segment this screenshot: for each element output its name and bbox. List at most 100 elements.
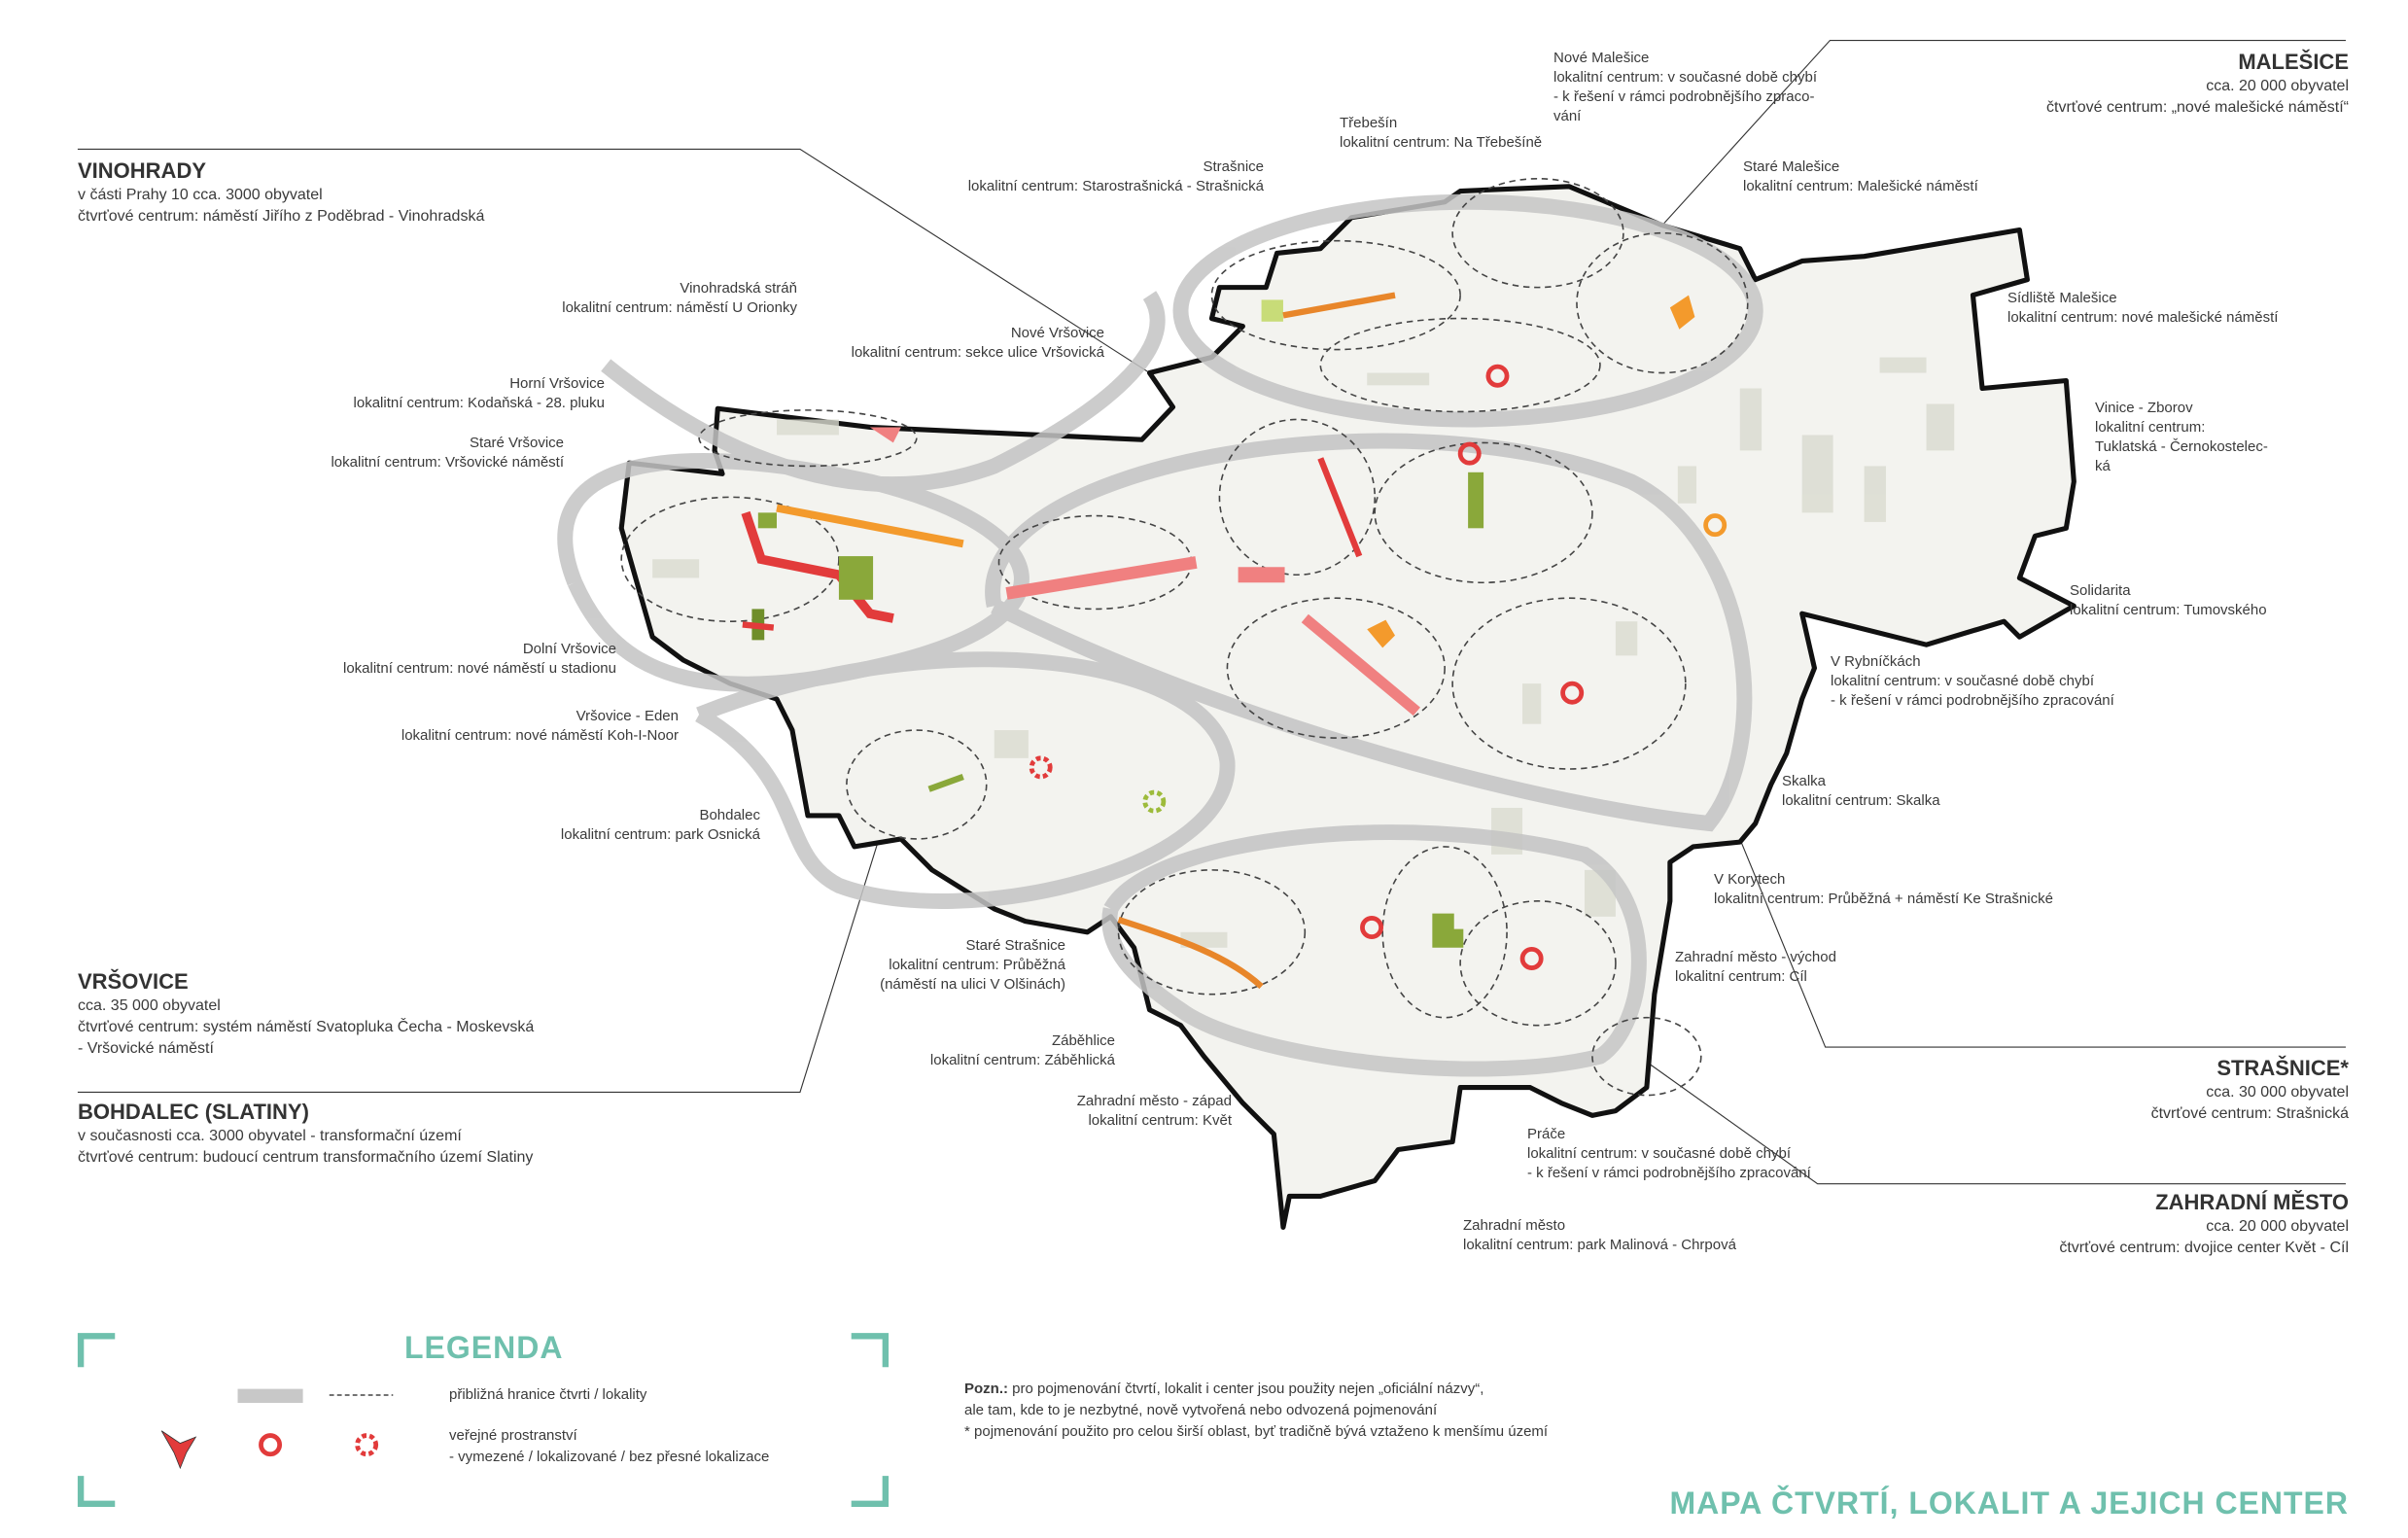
locality-center: lokalitní centrum: park Malinová - Chrpo… xyxy=(1463,1237,1736,1253)
locality-center: lokalitní centrum: Kodaňská - 28. pluku xyxy=(353,395,605,411)
locality-note: - k řešení v rámci podrobnějšího zpracov… xyxy=(1831,692,2114,709)
locality-name: Práče xyxy=(1527,1126,1566,1142)
zahradni-mesto-leader xyxy=(1638,1056,2346,1185)
district-center: čtvrťové centrum: dvojice center Květ - … xyxy=(2059,1240,2349,1256)
locality-center: lokalitní centrum: náměstí U Orionky xyxy=(562,299,797,316)
ring-zahradni-mesto xyxy=(1101,824,1647,1077)
locality-center: lokalitní centrum: Starostrašnická - Str… xyxy=(967,178,1264,194)
locality-name: Záběhlice xyxy=(1051,1032,1115,1049)
locality-zabehlice: Záběhlice lokalitní centrum: Záběhlická xyxy=(930,1031,1115,1070)
locality-name: Nové Vršovice xyxy=(1010,325,1104,341)
locality-center: lokalitní centrum: Záběhlická xyxy=(929,1052,1115,1068)
district-name: STRAŠNICE* xyxy=(2216,1056,2349,1080)
district-population: cca. 20 000 obyvatel xyxy=(2206,78,2349,94)
district-center: čtvrťové centrum: Strašnická xyxy=(2150,1105,2349,1122)
map-title: MAPA ČTVRTÍ, LOKALIT A JEJICH CENTER xyxy=(1669,1486,2349,1521)
park-malinova xyxy=(1432,913,1464,948)
locality-name: Zahradní město - východ xyxy=(1675,949,1836,965)
locality-zahradni-mesto: Zahradní město lokalitní centrum: park Ma… xyxy=(1463,1216,1736,1255)
locality-name: Staré Strašnice xyxy=(965,937,1065,954)
locality-vinice-zborov: Vinice - Zborov lokalitní centrum: Tuklats… xyxy=(2095,399,2268,476)
note-line: pro pojmenování čtvrtí, lokalit i center… xyxy=(1008,1381,1484,1397)
locality-center: lokalitní centrum: Na Třebešíně xyxy=(1340,134,1543,151)
note-line: * pojmenování použito pro celou širší ob… xyxy=(964,1423,1549,1440)
legend-public-space-title: veřejné prostranství xyxy=(449,1427,577,1444)
locality-name: Nové Malešice xyxy=(1553,50,1650,66)
locality-name: V Rybníčkách xyxy=(1831,653,1921,670)
locality-center: lokalitní centrum: Průběžná xyxy=(889,957,1065,973)
district-population: cca. 20 000 obyvatel xyxy=(2206,1218,2349,1235)
locality-name: Vinice - Zborov xyxy=(2095,400,2193,416)
district-vrsovice: VRŠOVICE cca. 35 000 obyvatel čtvrťové c… xyxy=(78,968,534,1060)
locality-vinohradska-stran: Vinohradská stráň lokalitní centrum: námě… xyxy=(562,279,797,318)
district-center: čtvrťové centrum: „nové malešické náměst… xyxy=(2046,99,2349,116)
legend-title: LEGENDA xyxy=(404,1330,564,1365)
locality-name: Vinohradská stráň xyxy=(680,280,797,297)
district-population: v současnosti cca. 3000 obyvatel - trans… xyxy=(78,1128,462,1144)
locality-name: Skalka xyxy=(1782,773,1827,789)
locality-note: (náměstí na ulici V Olšinách) xyxy=(880,976,1065,993)
locality-note: ká xyxy=(2095,458,2111,474)
note-line: ale tam, kde to je nezbytné, nově vytvoř… xyxy=(964,1402,1438,1418)
locality-note: vání xyxy=(1553,108,1582,124)
locality-name: V Korytech xyxy=(1714,871,1786,888)
locality-center: lokalitní centrum: Tumovského xyxy=(2070,602,2267,618)
locality-center: lokalitní centrum: Malešické náměstí xyxy=(1743,178,1978,194)
locality-name: Staré Vršovice xyxy=(470,435,564,451)
square-orionky xyxy=(869,427,901,443)
locality-center: lokalitní centrum: v současné době chybí xyxy=(1527,1145,1791,1162)
street-zabehlicka xyxy=(1117,916,1264,990)
public-spaces xyxy=(741,292,1727,990)
locality-name: Sídliště Malešice xyxy=(2007,290,2117,306)
note-prefix: Pozn.: xyxy=(964,1381,1008,1397)
district-population: cca. 30 000 obyvatel xyxy=(2206,1084,2349,1101)
district-malesice: MALEŠICE cca. 20 000 obyvatel čtvrťové c… xyxy=(2046,49,2349,119)
legend-ring-swatch xyxy=(237,1388,303,1403)
locality-center: lokalitní centrum: Skalka xyxy=(1782,792,1940,809)
green-square-strasnice xyxy=(1261,299,1283,322)
locality-center: lokalitní centrum: v současné době chybí xyxy=(1831,673,2094,689)
district-name: VINOHRADY xyxy=(78,158,207,183)
district-rings xyxy=(557,193,1763,1077)
district-name: ZAHRADNÍ MĚSTO xyxy=(2155,1190,2349,1214)
locality-center: lokalitní centrum: nové náměstí u stadio… xyxy=(343,660,616,677)
locality-center: lokalitní centrum: Cíl xyxy=(1675,968,1807,985)
locality-trebesin: Třebešín lokalitní centrum: Na Třebešíně xyxy=(1340,114,1542,153)
locality-name: Zahradní město xyxy=(1463,1217,1566,1234)
building-texture xyxy=(652,357,1955,948)
street-strasnicka xyxy=(1282,292,1396,319)
locality-stare-vrsovice: Staré Vršovice lokalitní centrum: Vršovic… xyxy=(331,434,564,472)
district-name: BOHDALEC (SLATINY) xyxy=(78,1100,309,1124)
locality-center: lokalitní centrum: v současné době chybí xyxy=(1553,69,1817,86)
locality-v-rybnickach: V Rybníčkách lokalitní centrum: v současn… xyxy=(1831,652,2114,711)
legend-located-space-icon xyxy=(259,1433,283,1457)
street-vrsovicka xyxy=(1005,556,1198,600)
ring-vrsovice xyxy=(557,453,1030,692)
ring-malesice-north xyxy=(1172,193,1763,428)
locality-center: lokalitní centrum: nové náměstí Koh-I-No… xyxy=(401,727,679,744)
locality-name: Bohdalec xyxy=(699,807,760,823)
leader-lines xyxy=(77,39,2346,1185)
locality-center: lokalitní centrum: Vršovické náměstí xyxy=(331,454,564,471)
legend-defined-space-icon xyxy=(160,1430,197,1470)
locality-center: lokalitní centrum: xyxy=(2095,419,2206,436)
locality-skalka: Skalka lokalitní centrum: Skalka xyxy=(1782,772,1940,811)
legend-public-space-label: veřejné prostranství - vymezené / lokali… xyxy=(449,1425,769,1468)
locality-center: lokalitní centrum: park Osnická xyxy=(560,826,760,843)
vinohrady-leader xyxy=(77,148,1150,373)
district-center: čtvrťové centrum: systém náměstí Svatopl… xyxy=(78,1019,535,1035)
street-nove-strasnice xyxy=(1317,457,1363,558)
locality-name: Třebešín xyxy=(1340,115,1398,131)
street-kodanska xyxy=(776,504,964,548)
locality-note: Tuklatská - Černokostelec- xyxy=(2095,438,2268,455)
locality-prace: Práče lokalitní centrum: v současné době … xyxy=(1527,1125,1811,1183)
